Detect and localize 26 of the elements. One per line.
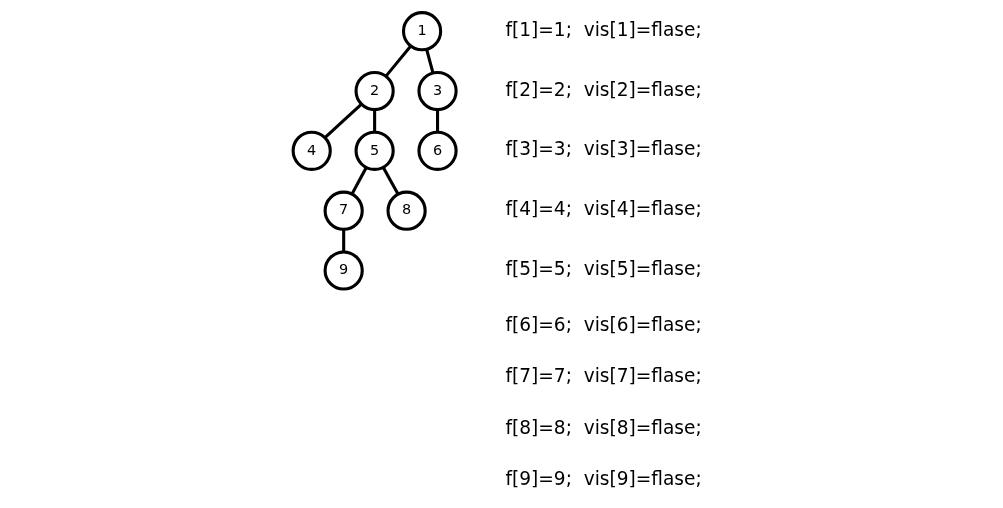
connector — [350, 166, 368, 195]
connector — [384, 45, 412, 78]
connector — [436, 109, 440, 133]
connector — [342, 229, 346, 252]
connector — [373, 109, 377, 133]
label: f[8]=8; vis[8]=flase; — [505, 416, 702, 438]
connector — [323, 103, 363, 139]
label: f[9]=9; vis[9]=flase; — [505, 468, 702, 490]
label: f[5]=5; vis[5]=flase; — [505, 258, 702, 280]
node-circle: 3 — [417, 70, 458, 112]
node-circle: 6 — [417, 130, 458, 171]
label: f[6]=6; vis[6]=flase; — [505, 313, 702, 335]
connector — [381, 166, 400, 195]
label: f[4]=4; vis[4]=flase; — [505, 198, 702, 220]
node-circle: 4 — [291, 130, 332, 171]
node-circle: 8 — [386, 190, 427, 231]
node-circle: 2 — [354, 70, 395, 112]
label: f[7]=7; vis[7]=flase; — [505, 365, 702, 387]
label: f[3]=3; vis[3]=flase; — [505, 138, 702, 160]
label: f[2]=2; vis[2]=flase; — [505, 78, 702, 100]
node-circle: 7 — [323, 190, 364, 231]
label: f[1]=1; vis[1]=flase; — [505, 18, 702, 40]
node-circle: 1 — [401, 11, 443, 52]
node-circle: 9 — [323, 250, 364, 291]
connector — [425, 48, 435, 74]
node-circle: 5 — [354, 130, 395, 171]
